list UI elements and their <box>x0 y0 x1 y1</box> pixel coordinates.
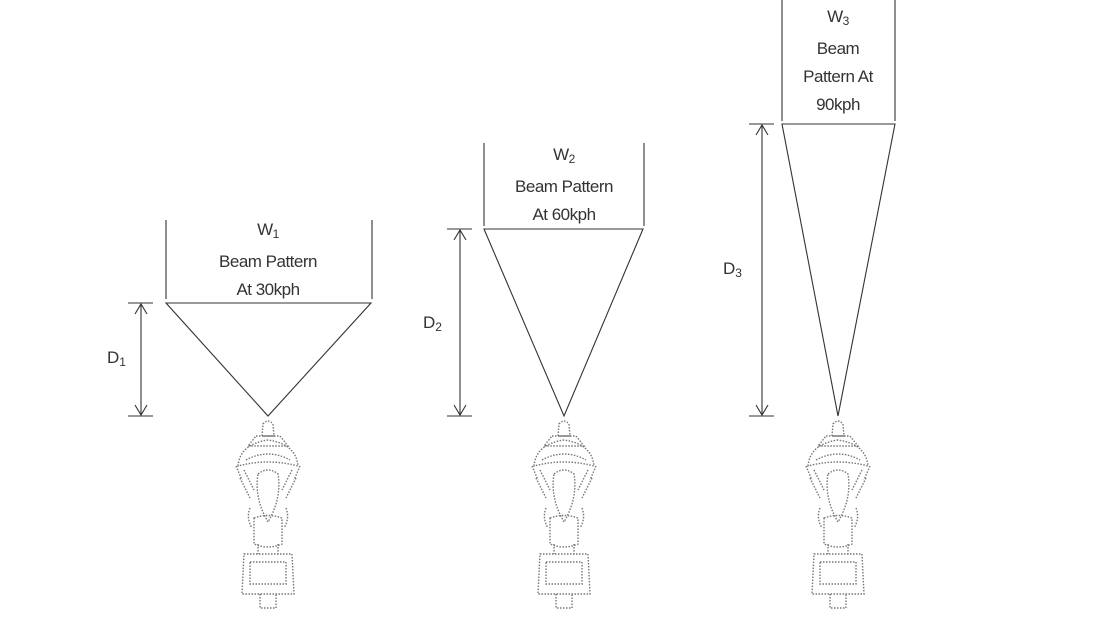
beam-label-30kph: W1 Beam Pattern At 30kph <box>219 216 317 304</box>
distance-arrow <box>447 228 472 417</box>
beam-triangle <box>483 228 644 418</box>
distance-label-d2: D2 <box>423 313 442 334</box>
label-line: Beam <box>816 39 860 58</box>
distance-arrow <box>128 302 153 417</box>
distance-arrow <box>749 123 774 417</box>
label-line: Beam Pattern <box>219 252 317 271</box>
label-line: At 30kph <box>236 280 300 299</box>
label-line: At 60kph <box>532 205 596 224</box>
beam-pattern-90kph <box>749 0 896 609</box>
beam-triangle <box>781 123 896 417</box>
label-line: Pattern At <box>803 67 873 86</box>
width-label: W3 <box>827 7 849 28</box>
motorcycle-icon <box>235 420 301 609</box>
motorcycle-icon <box>531 420 597 609</box>
motorcycle-icon <box>805 420 871 609</box>
width-label: W2 <box>553 145 575 166</box>
beam-pattern-60kph <box>447 143 645 609</box>
distance-label-d1: D1 <box>107 348 126 369</box>
beam-pattern-30kph <box>128 220 373 609</box>
label-line: 90kph <box>816 95 860 114</box>
beam-triangle <box>164 302 373 417</box>
distance-label-d3: D3 <box>723 259 742 280</box>
beam-label-60kph: W2 Beam Pattern At 60kph <box>515 141 613 229</box>
label-line: Beam Pattern <box>515 177 613 196</box>
beam-label-90kph: W3 Beam Pattern At 90kph <box>803 3 873 119</box>
width-label: W1 <box>257 220 279 241</box>
